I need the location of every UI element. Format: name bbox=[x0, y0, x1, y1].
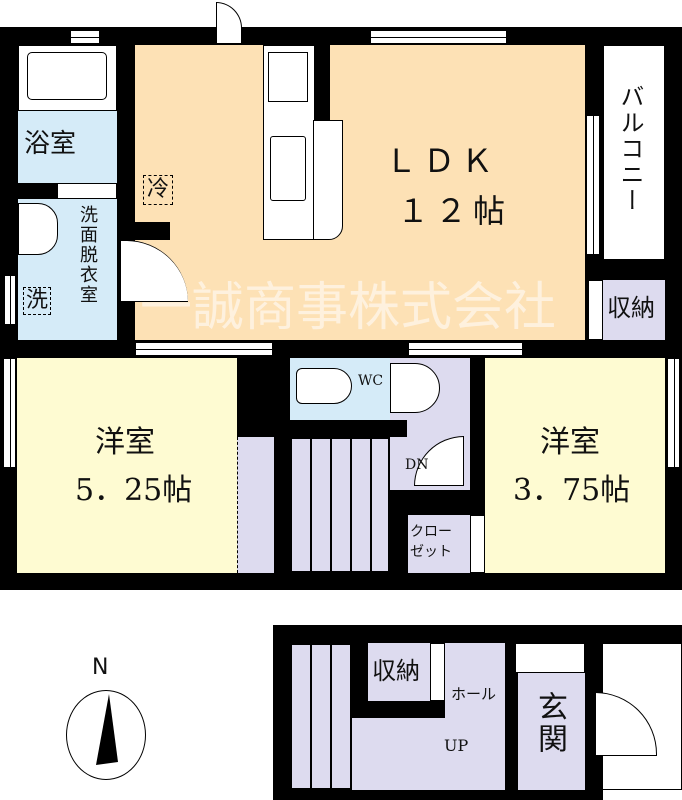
ldk-label: ＬＤＫ bbox=[385, 142, 500, 180]
window-west-right bbox=[667, 358, 680, 468]
compass-north-label: N bbox=[92, 655, 109, 680]
compass bbox=[66, 690, 146, 780]
watermark: 一誠商事株式会社 bbox=[140, 278, 557, 338]
washer-label: 洗 bbox=[23, 287, 52, 315]
stairs-down-label: DN bbox=[405, 457, 429, 473]
closet-label-2: ゼット bbox=[410, 544, 452, 560]
closet: クロー ゼット bbox=[408, 515, 470, 573]
fridge-label: 冷 bbox=[143, 175, 174, 205]
wc-door bbox=[390, 363, 440, 413]
bath-room: 浴室 bbox=[18, 111, 117, 183]
ldk-room: 冷 ＬＤＫ １２帖 bbox=[135, 45, 585, 340]
storage-lower: 収納 bbox=[368, 643, 430, 701]
hallway-upper: DN bbox=[390, 358, 470, 490]
porch bbox=[595, 643, 682, 790]
storage-door bbox=[588, 280, 603, 340]
ldk-wall-stub bbox=[135, 222, 170, 240]
counter-bar bbox=[313, 120, 343, 240]
wc-label: WC bbox=[358, 373, 384, 389]
top-door bbox=[216, 2, 242, 44]
window-washroom bbox=[4, 275, 16, 325]
toilet-icon bbox=[296, 368, 352, 404]
hall-label: ホール bbox=[451, 685, 497, 703]
stairs-lower bbox=[290, 643, 352, 790]
western-right-size: 3．75帖 bbox=[513, 473, 631, 508]
stove-icon bbox=[268, 52, 308, 102]
wc-wall bbox=[237, 420, 407, 437]
washroom-label: 洗面脱衣室 bbox=[77, 205, 98, 305]
western-right-label: 洋室 bbox=[540, 425, 600, 460]
bath-partition bbox=[57, 183, 117, 199]
lower-right-top-wall bbox=[603, 625, 682, 643]
stairs-upper bbox=[290, 437, 390, 573]
wc-room: WC bbox=[290, 358, 390, 420]
western-left-label: 洋室 bbox=[95, 425, 155, 460]
hall: ホール bbox=[445, 643, 505, 718]
western-left-size: 5．25帖 bbox=[75, 473, 193, 508]
sink bbox=[18, 203, 58, 255]
washroom: 洗面脱衣室 洗 bbox=[18, 199, 117, 340]
storage-ldk-label: 収納 bbox=[607, 294, 655, 322]
balcony-label: バルコニー bbox=[616, 84, 644, 214]
storage-lower-door bbox=[430, 643, 445, 701]
storage-lower-label: 収納 bbox=[372, 657, 420, 685]
window-bath bbox=[70, 30, 100, 44]
window-balcony bbox=[586, 115, 600, 255]
closet-door bbox=[470, 515, 485, 573]
bathtub bbox=[27, 52, 107, 100]
ldk-size: １２帖 bbox=[397, 192, 512, 230]
window-mid-left bbox=[135, 342, 273, 356]
hall-lower-bottom: UP bbox=[352, 718, 505, 790]
window-mid-right bbox=[408, 342, 523, 356]
shoe-cabinet bbox=[515, 643, 585, 673]
kitchen-wall bbox=[315, 45, 330, 120]
western-room-left: 洋室 5．25帖 bbox=[17, 358, 237, 573]
window-top bbox=[370, 30, 507, 44]
stairs-up-label: UP bbox=[444, 736, 469, 755]
entrance: 玄関 bbox=[518, 673, 585, 790]
kitchen-sink-icon bbox=[270, 136, 306, 201]
storage-ldk: 収納 bbox=[603, 280, 665, 340]
window-west-left bbox=[3, 358, 16, 468]
entrance-door bbox=[595, 692, 657, 756]
western-room-right: 洋室 3．75帖 bbox=[485, 358, 665, 573]
entrance-label: 玄関 bbox=[532, 691, 567, 755]
balcony: バルコニー bbox=[603, 45, 665, 260]
closet-left bbox=[237, 437, 274, 573]
closet-label-1: クロー bbox=[410, 524, 452, 540]
north-arrow-icon bbox=[96, 694, 118, 765]
bath-label: 浴室 bbox=[24, 129, 77, 159]
kitchen-counter bbox=[263, 45, 315, 240]
